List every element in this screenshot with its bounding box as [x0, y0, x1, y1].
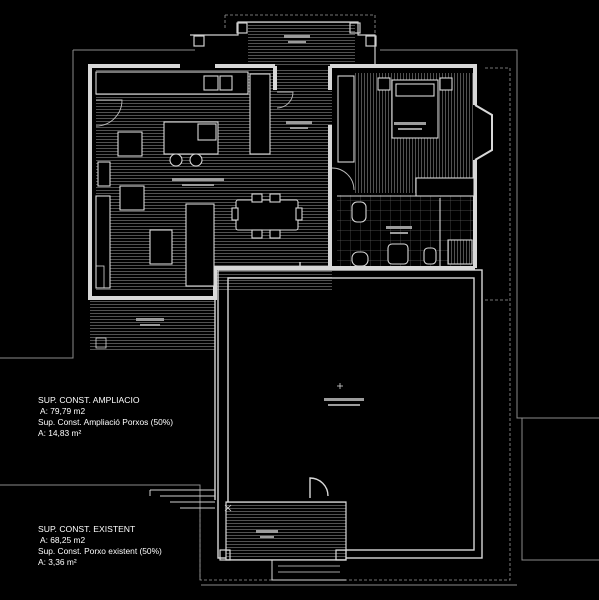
ampliacio-title: SUP. CONST. AMPLIACIO	[38, 395, 140, 405]
existent-area: A: 68,25 m2	[40, 535, 86, 545]
room-labels	[136, 121, 426, 406]
existent-porxo-label: Sup. Const. Porxo existent (50%)	[38, 546, 162, 556]
kitchen	[95, 71, 271, 211]
existing-building	[214, 262, 483, 559]
living-furniture	[95, 193, 303, 289]
door-swings	[95, 91, 355, 191]
side-steps	[149, 489, 215, 509]
ampliacio-area: A: 79,79 m2	[40, 406, 86, 416]
existent-title: SUP. CONST. EXISTENT	[38, 524, 136, 534]
markers	[95, 265, 343, 512]
top-porch	[190, 21, 377, 67]
bedroom	[337, 75, 493, 197]
plot-boundary	[0, 49, 599, 586]
existent-porxo-area: A: 3,36 m²	[38, 557, 77, 567]
ampliacio-porxos-area: A: 14,83 m²	[38, 428, 82, 438]
bathroom	[337, 195, 475, 267]
ampliacio-porxos-label: Sup. Const. Ampliació Porxos (50%)	[38, 417, 173, 427]
bottom-porch	[219, 501, 347, 581]
